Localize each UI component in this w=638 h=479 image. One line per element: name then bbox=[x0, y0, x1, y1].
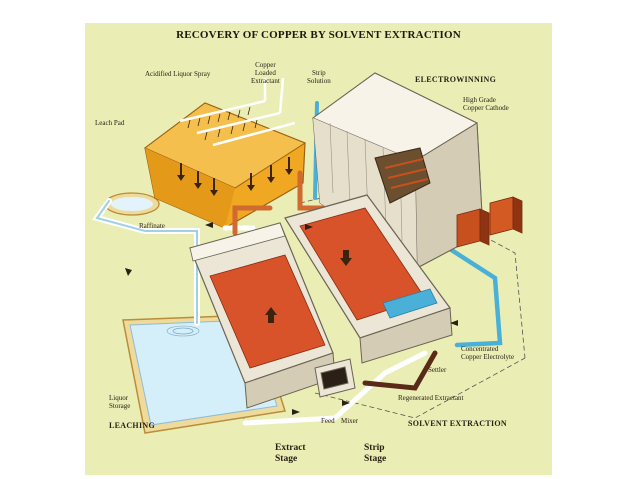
extract-stage-label: Extract Stage bbox=[275, 443, 306, 464]
strip-solution-label: Strip Solution bbox=[307, 69, 331, 85]
copper-loaded-extractant-label: Copper Loaded Extractant bbox=[251, 61, 280, 85]
feed-label: Feed bbox=[321, 417, 335, 425]
strip-stage-tank bbox=[284, 194, 453, 364]
diagram-panel: RECOVERY OF COPPER BY SOLVENT EXTRACTION… bbox=[85, 23, 552, 475]
mixer-box bbox=[314, 358, 356, 398]
solvent-extraction-label: SOLVENT EXTRACTION bbox=[408, 419, 507, 428]
liquor-storage-label: Liquor Storage bbox=[109, 394, 131, 410]
leach-pad-heap bbox=[144, 77, 307, 229]
leaching-label: LEACHING bbox=[109, 421, 155, 430]
copper-cathode-stacks bbox=[456, 196, 523, 248]
raffinate-label: Raffinate bbox=[139, 222, 165, 230]
acidified-liquor-spray-label: Acidified Liquor Spray bbox=[145, 70, 211, 78]
collection-basin bbox=[104, 192, 160, 216]
strip-stage-label: Strip Stage bbox=[364, 443, 387, 464]
mixer-label: Mixer bbox=[341, 417, 359, 425]
concentrated-copper-electrolyte-label: Concentrated Copper Electrolyte bbox=[461, 345, 515, 361]
high-grade-copper-cathode-label: High Grade Copper Cathode bbox=[463, 96, 509, 112]
leach-pad-label: Leach Pad bbox=[95, 119, 125, 127]
flow-arrows bbox=[125, 222, 458, 415]
settler-label: Settler bbox=[428, 366, 447, 374]
electrowinning-label: ELECTROWINNING bbox=[415, 75, 497, 84]
extract-stage-tank bbox=[189, 222, 336, 409]
process-illustration bbox=[92, 72, 526, 434]
regenerated-extractant-label: Regenerated Extractant bbox=[398, 394, 464, 402]
diagram-title: RECOVERY OF COPPER BY SOLVENT EXTRACTION bbox=[176, 29, 461, 41]
